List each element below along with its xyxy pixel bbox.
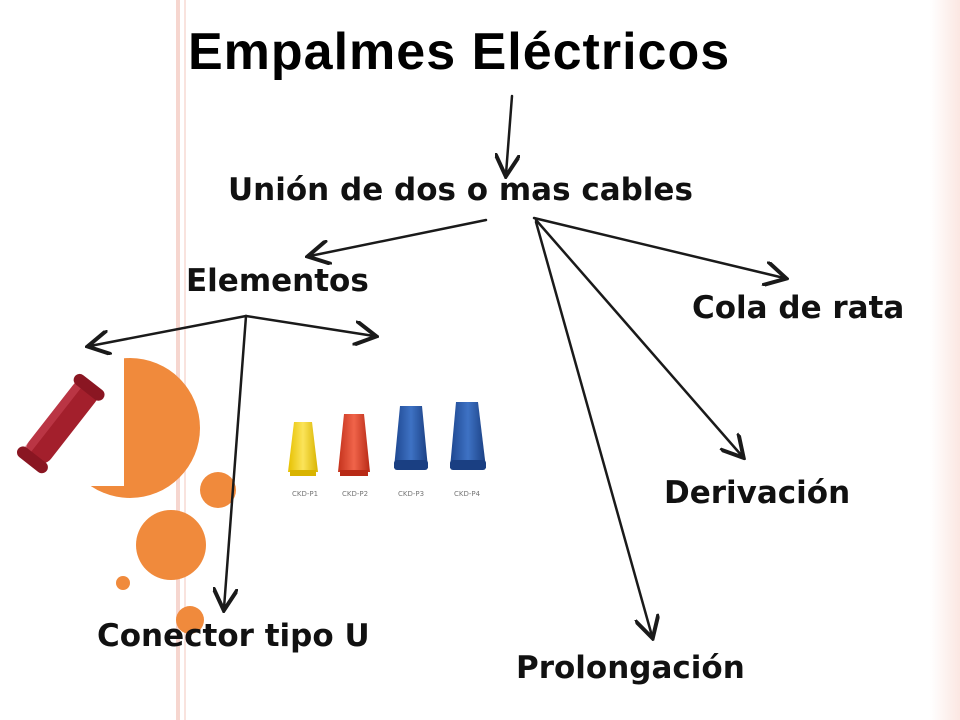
arrow-elementos-to-conector-u bbox=[224, 314, 248, 608]
branch-label-prolongacion: Prolongación bbox=[516, 650, 745, 686]
arrow-root-to-cola-de-rata bbox=[532, 216, 784, 278]
arrow-root-to-prolongacion bbox=[534, 220, 652, 636]
wire-nut-caption: CKD-P1 bbox=[292, 490, 318, 498]
root-node-label: Unión de dos o mas cables bbox=[228, 172, 693, 208]
wire-nut-caption: CKD-P2 bbox=[342, 490, 368, 498]
decor-stripe bbox=[930, 0, 960, 720]
wire-nut-caption: CKD-P4 bbox=[454, 490, 481, 498]
butt-connector-photo-icon bbox=[0, 358, 124, 486]
decor-circle-medium bbox=[136, 510, 206, 580]
arrow-elementos-to-wire-nuts bbox=[244, 314, 374, 336]
decor-stripe bbox=[184, 0, 186, 720]
arrow-root-to-derivacion bbox=[534, 218, 742, 456]
arrow-root-to-elementos bbox=[310, 218, 488, 256]
arrow-elementos-to-connector bbox=[90, 314, 248, 346]
slide-title: Empalmes Eléctricos bbox=[188, 23, 731, 81]
decor-circle-small bbox=[116, 576, 130, 590]
decor-circle-small bbox=[176, 606, 204, 634]
wire-nut-connectors-photo-icon: CKD-P1 CKD-P2 CKD-P3 CKD-P4 bbox=[288, 402, 486, 498]
decor-stripe bbox=[176, 0, 180, 720]
wire-nut-caption: CKD-P3 bbox=[398, 490, 424, 498]
branch-label-derivacion: Derivación bbox=[664, 475, 851, 511]
arrow-title-to-root bbox=[506, 94, 512, 174]
decor-circle-medium bbox=[200, 472, 236, 508]
branch-label-conector-tipo-u: Conector tipo U bbox=[97, 618, 370, 654]
branch-label-elementos: Elementos bbox=[186, 263, 369, 299]
branch-label-cola-de-rata: Cola de rata bbox=[692, 290, 905, 326]
